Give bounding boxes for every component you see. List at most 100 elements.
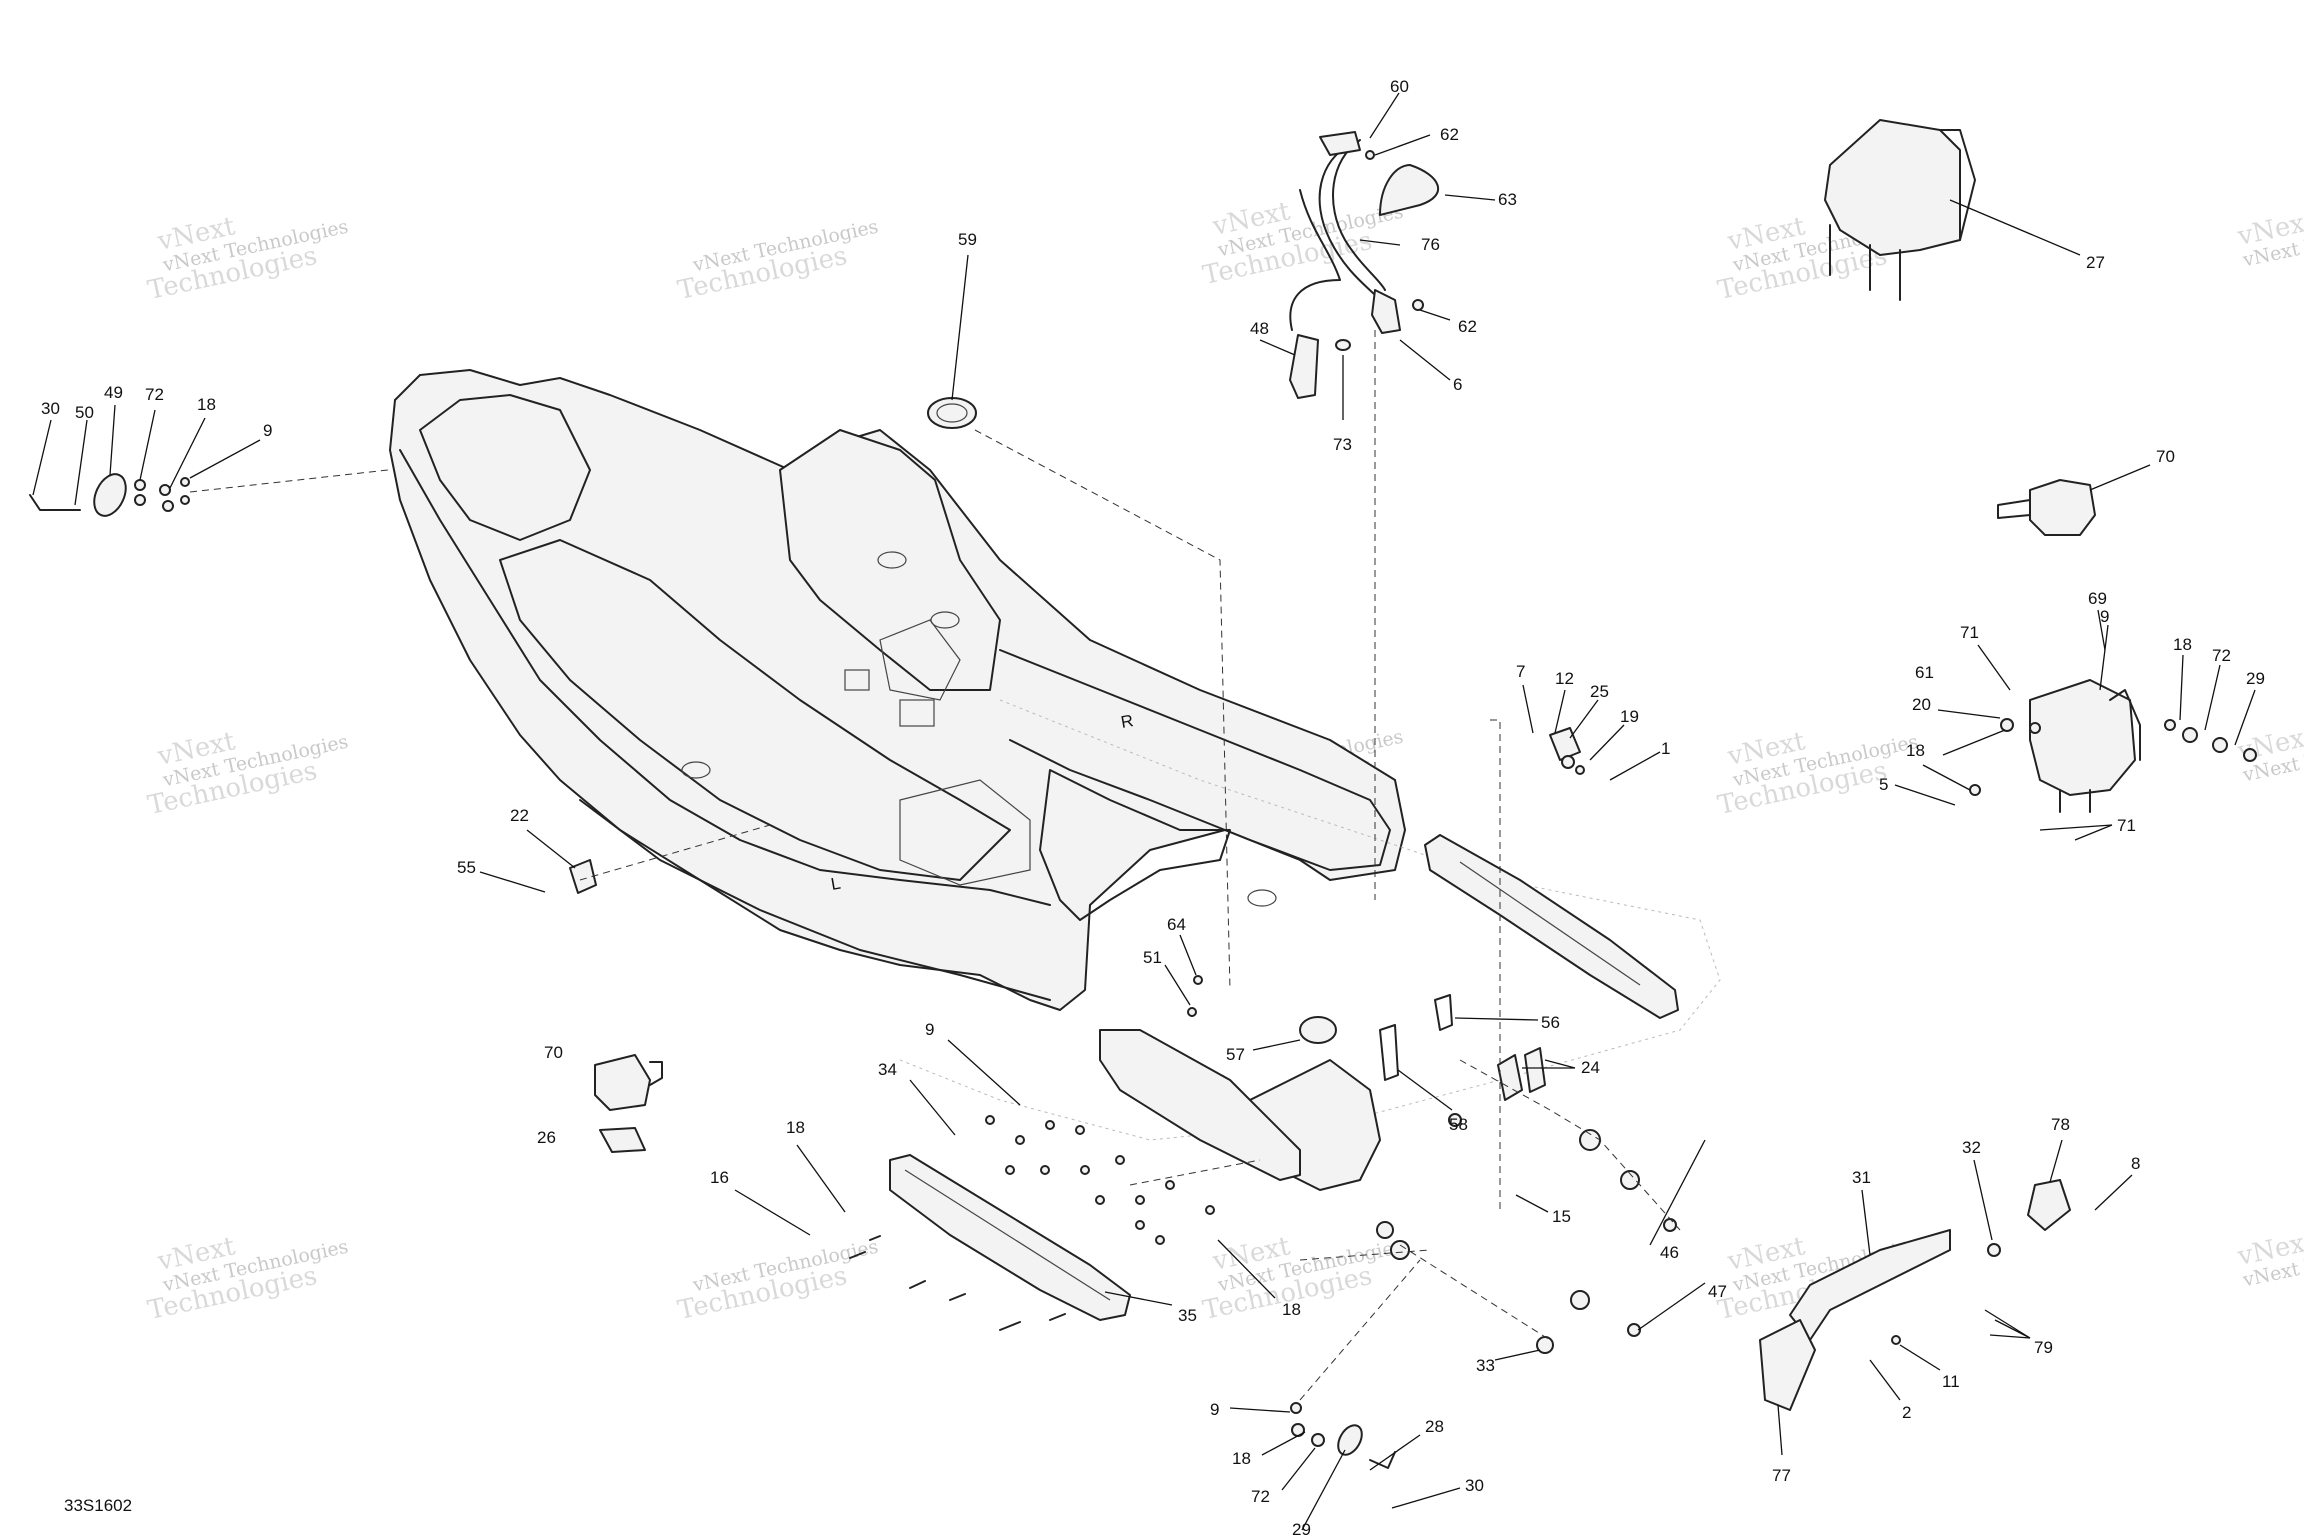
leader bbox=[189, 439, 261, 479]
leader bbox=[1374, 134, 1431, 156]
part-24-clips bbox=[1497, 1047, 1546, 1101]
part-rings-bottom bbox=[1337, 1424, 1396, 1469]
callout-30: 30 bbox=[41, 399, 60, 418]
nut bbox=[985, 1115, 995, 1125]
hull-storage bbox=[899, 779, 1031, 886]
leader bbox=[1922, 764, 1971, 791]
hull-vent bbox=[1247, 889, 1277, 907]
leader bbox=[1229, 1407, 1291, 1413]
part-mount-bracket bbox=[2029, 679, 2141, 813]
washer bbox=[2212, 737, 2228, 753]
callout-79: 79 bbox=[2034, 1338, 2053, 1357]
leader bbox=[796, 1144, 846, 1213]
callout-24: 24 bbox=[1581, 1058, 1600, 1077]
leader bbox=[1973, 1159, 1993, 1241]
hull-gauge bbox=[899, 699, 935, 727]
nut bbox=[1205, 1205, 1215, 1215]
cap-tab bbox=[649, 1061, 663, 1086]
callout-47: 47 bbox=[1708, 1282, 1727, 1301]
grommet-46 bbox=[1579, 1129, 1601, 1151]
callout-60: 60 bbox=[1390, 77, 1409, 96]
callout-64: 64 bbox=[1167, 915, 1186, 934]
path-33 bbox=[1399, 1244, 1551, 1341]
clip bbox=[1497, 1054, 1523, 1101]
hull-keel-line bbox=[579, 799, 1051, 1001]
mount-studs bbox=[2059, 789, 2091, 813]
callout-48: 48 bbox=[1250, 319, 1269, 338]
leader bbox=[1397, 1069, 1453, 1111]
callout-57: 57 bbox=[1226, 1045, 1245, 1064]
grommet-46 bbox=[1620, 1170, 1640, 1190]
leader bbox=[2074, 824, 2113, 841]
nut bbox=[1376, 1221, 1394, 1239]
callout-19: 19 bbox=[1620, 707, 1639, 726]
washer bbox=[1290, 1402, 1302, 1414]
washer bbox=[2164, 719, 2176, 731]
part-70-cap-left bbox=[594, 1054, 663, 1153]
leader bbox=[2097, 609, 2106, 651]
nut bbox=[1390, 1240, 1410, 1260]
leader bbox=[947, 1039, 1021, 1106]
bracket-56 bbox=[1434, 994, 1453, 1031]
washer-73 bbox=[1335, 339, 1351, 351]
leader bbox=[1554, 689, 1566, 734]
cap-26 bbox=[599, 1127, 646, 1153]
hull-footwell bbox=[499, 539, 1011, 881]
callout-26: 26 bbox=[537, 1128, 556, 1147]
path-1 bbox=[1490, 719, 1501, 1210]
nut bbox=[1448, 1113, 1462, 1127]
hull-tunnel bbox=[1039, 769, 1231, 921]
leader bbox=[909, 1079, 956, 1136]
leader bbox=[74, 419, 88, 506]
leader bbox=[2099, 624, 2109, 691]
leader bbox=[1494, 1349, 1541, 1361]
callout-18: 18 bbox=[1906, 741, 1925, 760]
nut-47 bbox=[1627, 1323, 1641, 1337]
leader bbox=[1589, 724, 1625, 761]
leader bbox=[1569, 699, 1599, 739]
bracket-58 bbox=[1379, 1024, 1399, 1081]
leader bbox=[1301, 1449, 1346, 1531]
leader bbox=[1977, 644, 2011, 691]
callout-49: 49 bbox=[104, 383, 123, 402]
leader bbox=[1281, 1447, 1316, 1491]
clamp-62 bbox=[1365, 150, 1375, 160]
nut bbox=[1663, 1218, 1677, 1232]
nut bbox=[1115, 1155, 1125, 1165]
hull-vent bbox=[930, 611, 960, 629]
washer-72 bbox=[159, 484, 171, 496]
callout-20: 20 bbox=[1912, 695, 1931, 714]
footrest-body bbox=[889, 1154, 1131, 1321]
leader bbox=[1164, 964, 1191, 1006]
ring-inner bbox=[936, 403, 968, 423]
fitting-48 bbox=[1289, 334, 1319, 399]
leader bbox=[2179, 654, 2184, 721]
washer bbox=[2029, 722, 2041, 734]
washer-20 bbox=[2000, 718, 2014, 732]
sponson-body bbox=[1099, 1029, 1301, 1181]
leader bbox=[1359, 239, 1401, 246]
part-49-rings-left bbox=[29, 473, 127, 517]
path-9 bbox=[189, 469, 389, 493]
leader bbox=[1261, 1431, 1306, 1456]
callout-1: 1 bbox=[1661, 739, 1670, 758]
leader bbox=[1399, 339, 1451, 381]
nut bbox=[1135, 1220, 1145, 1230]
ring-49 bbox=[93, 473, 127, 517]
path-bottom bbox=[1299, 1259, 1421, 1401]
nut bbox=[1075, 1125, 1085, 1135]
leader bbox=[1869, 1359, 1901, 1401]
handle-base-77 bbox=[1759, 1319, 1816, 1411]
bracket-studs bbox=[1829, 224, 1901, 301]
part-25-grommet bbox=[1549, 727, 1581, 761]
bracket-body bbox=[1824, 119, 1961, 256]
leader bbox=[526, 829, 576, 869]
callout-69: 69 bbox=[2088, 589, 2107, 608]
callout-70: 70 bbox=[2156, 447, 2175, 466]
footrest-groove bbox=[904, 1169, 1111, 1301]
fitting-60 bbox=[1319, 131, 1361, 156]
callout-72: 72 bbox=[2212, 646, 2231, 665]
callout-31: 31 bbox=[1852, 1168, 1871, 1187]
callout-33: 33 bbox=[1476, 1356, 1495, 1375]
callout-18: 18 bbox=[786, 1118, 805, 1137]
